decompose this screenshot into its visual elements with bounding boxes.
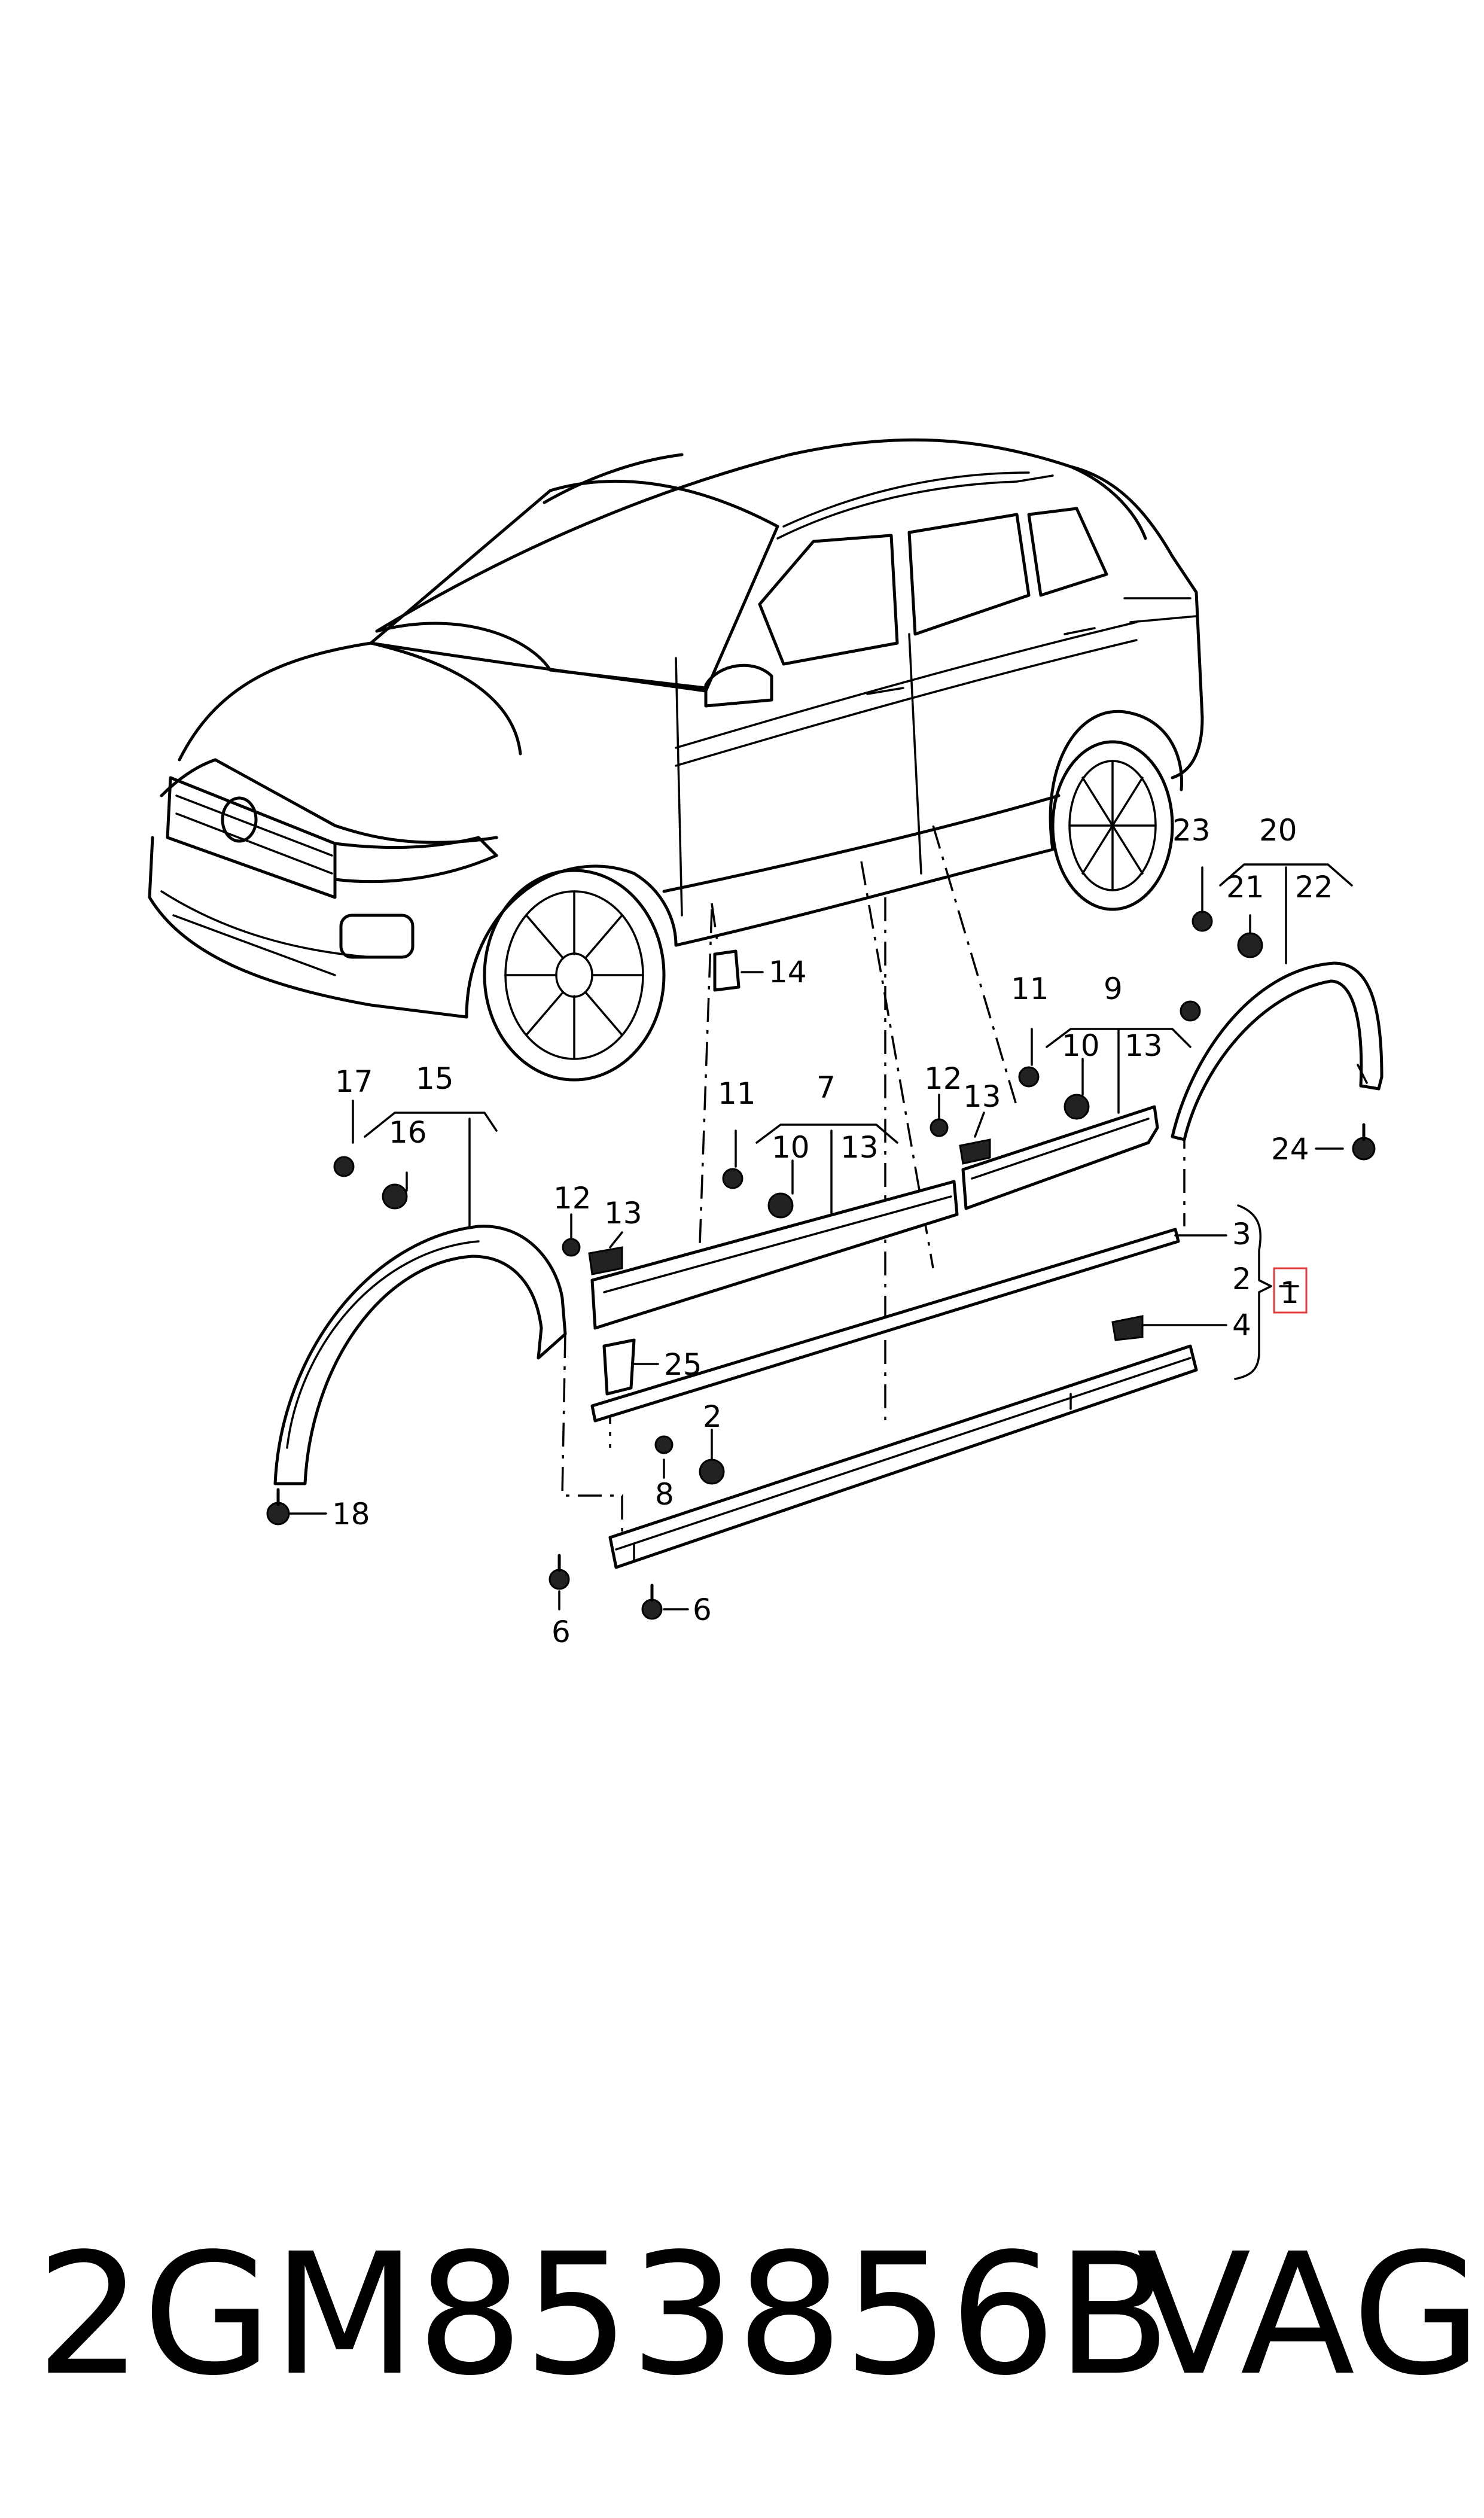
callout-7: 7 [816,1070,836,1105]
callout-22: 22 [1295,870,1333,905]
front-door-trim [590,1180,959,1330]
callout-23: 23 [1172,813,1211,848]
footer: 2GM853856B VAG [0,2225,1484,2405]
fastener-8 [654,1435,674,1454]
clip-14 [713,949,741,992]
callout-10-front: 10 [772,1130,810,1165]
fastener-6-left [548,1569,570,1590]
leader-lines [289,863,1353,1610]
sill-panel [608,1344,1198,1569]
sill-strip-upper [590,1228,1180,1423]
callout-12-rear: 12 [924,1061,962,1096]
callout-24: 24 [1271,1132,1309,1167]
callout-8: 8 [655,1477,674,1512]
fasteners [266,911,1376,1620]
callout-20: 20 [1259,813,1297,848]
clip-25 [602,1338,636,1396]
callout-2-sill: 2 [1232,1262,1251,1296]
clip-13-front [588,1246,623,1275]
callout-25: 25 [664,1347,702,1382]
car-illustration [148,438,1204,1082]
fastener-17 [333,1156,355,1177]
highlight-box-1 [1273,1267,1308,1314]
callout-15: 15 [416,1061,454,1096]
fastener-11-front [722,1168,743,1189]
fastener-21 [1237,932,1263,958]
callout-4: 4 [1232,1308,1251,1342]
clip-4 [1111,1315,1144,1341]
callout-11-rear: 11 [1011,972,1049,1006]
callout-11-front: 11 [718,1076,756,1111]
fastener-2 [699,1459,725,1485]
exploded-parts [273,949,1384,1569]
callout-13-front-clip: 13 [604,1196,642,1231]
callout-3: 3 [1232,1217,1251,1252]
fastener-10-front [767,1192,794,1219]
callout-10-rear: 10 [1062,1028,1100,1063]
fastener-10-rear [1064,1094,1090,1120]
brand-label: VAG [1136,2218,1482,2413]
callout-13-rear-clip: 13 [963,1079,1001,1114]
callout-6-right: 6 [693,1593,712,1627]
callout-9: 9 [1104,972,1123,1006]
callout-6-left: 6 [551,1615,571,1649]
fastener-16 [382,1183,408,1210]
callout-2-fastener: 2 [703,1399,722,1434]
fastener-6-right [641,1599,663,1620]
rear-door-trim [961,1105,1159,1210]
callout-13-rear-group: 13 [1125,1028,1163,1063]
rear-wheel-arch-trim [1171,961,1384,1141]
part-number: 2GM853856B [36,2218,1171,2413]
callout-14: 14 [769,955,807,989]
fastener-11-rear [1018,1066,1040,1088]
callout-16: 16 [389,1115,427,1150]
fastener-12-front [562,1238,581,1257]
fastener-23 [1192,911,1213,932]
callout-21: 21 [1226,870,1264,905]
front-wheel-arch-trim [273,1225,567,1485]
callout-18: 18 [332,1497,370,1531]
callout-17: 17 [335,1064,373,1099]
clip-13-rear [959,1138,991,1165]
fastener-12-rear [930,1118,949,1137]
callout-12-front: 12 [553,1181,592,1216]
fastener-side-rear [1180,1000,1201,1022]
callout-1: 1 [1280,1275,1299,1310]
callout-labels: 1 2 2 3 4 6 6 7 8 9 10 10 11 11 11 12 12… [332,813,1333,1649]
callout-13-front-group: 13 [840,1130,879,1165]
